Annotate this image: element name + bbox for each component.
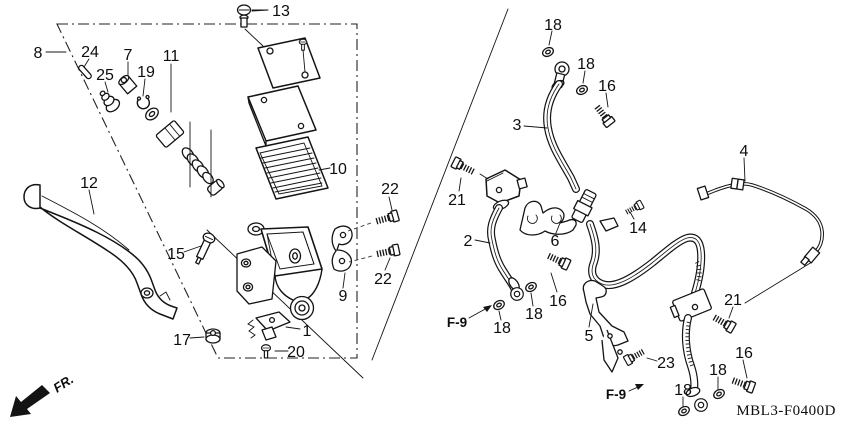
callout-3: 3 [513, 117, 522, 134]
detail-connector-lines [206, 8, 509, 379]
hose-stay-5 [582, 279, 629, 373]
bolt21-lower-leader [744, 261, 813, 304]
boot-25 [99, 90, 121, 113]
piston-set-11 [145, 63, 225, 198]
front-label: FR. [50, 372, 76, 396]
callout-21b: 21 [724, 292, 742, 309]
hose-bracket-6 [519, 200, 577, 236]
callout-16b: 16 [549, 293, 567, 310]
detail-box-boundary [56, 23, 358, 359]
callout-17: 17 [173, 332, 191, 349]
callout-18e: 18 [674, 382, 692, 399]
ref-arrow-right [628, 384, 644, 392]
callout-15: 15 [167, 246, 185, 263]
flange-bolt-22-upper [347, 210, 399, 232]
pipe-clip-14 [599, 200, 644, 232]
brake-hose-3 [547, 84, 701, 293]
callout-18d: 18 [493, 320, 511, 337]
diagram-code: MBL3-F0400D [736, 403, 836, 419]
leader-lines [45, 9, 748, 407]
callout-9: 9 [339, 288, 348, 305]
ref-arrow-left [468, 305, 492, 319]
front-direction-arrow: FR. [10, 372, 76, 417]
bushing-7 [118, 74, 138, 95]
callout-25: 25 [96, 67, 114, 84]
brake-hose-2 [491, 208, 526, 303]
snap-ring-19 [136, 94, 151, 110]
callout-16a: 16 [598, 78, 616, 95]
callout-18a: 18 [544, 17, 562, 34]
switch-1 [247, 311, 291, 341]
washer-18-top1 [540, 45, 556, 59]
reservoir-cap [257, 37, 321, 89]
callout-24: 24 [81, 44, 99, 61]
callout-1: 1 [303, 323, 312, 340]
callout-12: 12 [80, 175, 98, 192]
washer-18-hose2B [491, 297, 507, 313]
brake-lever-12 [23, 183, 178, 320]
callout-8: 8 [34, 45, 43, 62]
callout-18b: 18 [577, 56, 595, 73]
spring-coils [181, 147, 214, 185]
callout-10: 10 [329, 161, 347, 178]
callout-7: 7 [124, 47, 133, 64]
brake-pipe-4 [696, 177, 824, 266]
callout-13: 13 [272, 3, 290, 20]
callout-6: 6 [551, 233, 560, 250]
callout-2: 2 [464, 233, 473, 250]
callout-22b: 22 [374, 271, 392, 288]
page-ref-right: F-9 [606, 387, 626, 402]
master-cylinder-body [236, 222, 323, 321]
callout-11: 11 [163, 48, 180, 65]
three-way-joint [669, 288, 712, 322]
callout-21a: 21 [448, 192, 466, 209]
banjo-bolt-16-front [729, 375, 755, 394]
banjo-bolt-16-top [592, 102, 615, 128]
stay-bolt-23 [623, 347, 647, 366]
callout-18f: 18 [709, 362, 727, 379]
washer-18-top2 [574, 83, 590, 97]
callout-5: 5 [585, 328, 594, 345]
callout-18c: 18 [525, 306, 543, 323]
washer-18-hose2A [523, 279, 539, 295]
callouts: 13 8 24 7 25 19 11 10 22 22 12 15 9 1 17… [34, 3, 753, 399]
flange-bolt-22-lower [348, 244, 400, 262]
washer-18-frontA [676, 403, 692, 419]
banjo-bolt-21-upper [451, 157, 477, 178]
switch-screw-20 [260, 344, 272, 359]
callout-23: 23 [657, 355, 675, 372]
callout-20: 20 [287, 344, 305, 361]
clamp-9 [331, 225, 353, 272]
reservoir-set-plate [247, 85, 317, 147]
front-caliper-hose [685, 318, 711, 415]
reservoir-diaphragm-10 [255, 136, 329, 200]
pipe-bolt-21-lower [710, 312, 736, 334]
callout-22a: 22 [381, 181, 399, 198]
washer-18-frontB [711, 386, 727, 402]
callout-14: 14 [629, 220, 647, 237]
callout-4: 4 [740, 143, 749, 160]
pushrod-pin-24 [78, 64, 92, 80]
page-ref-left: F-9 [447, 315, 467, 330]
cap-screw-13 [236, 4, 269, 47]
grommet-17 [205, 328, 221, 344]
callout-19: 19 [137, 64, 155, 81]
hose2-top-block [479, 169, 528, 211]
callout-16c: 16 [735, 345, 753, 362]
banjo-bolt-16-hose2 [545, 250, 571, 270]
pivot-screw-15 [195, 232, 216, 265]
